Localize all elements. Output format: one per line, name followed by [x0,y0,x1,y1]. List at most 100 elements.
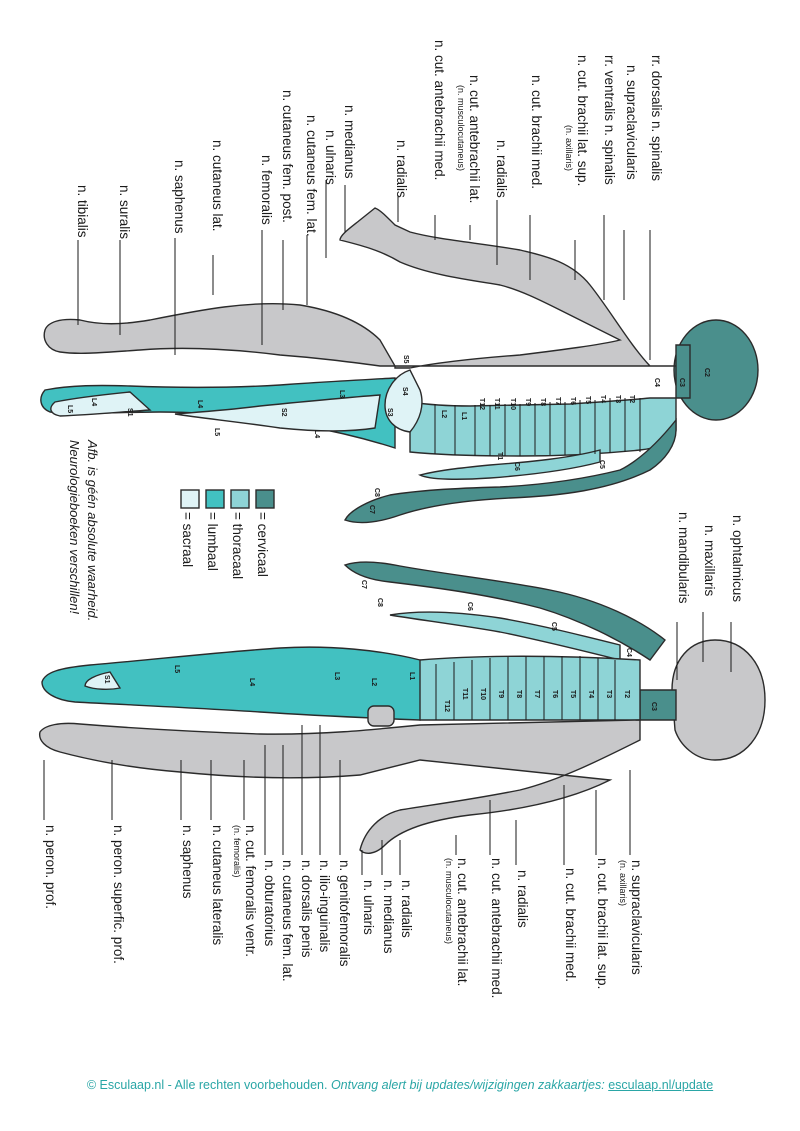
label-ant-mandibularis: n. mandibularis [676,512,691,604]
label-post-suralis: n. suralis [117,185,132,239]
label-post-femoralis: n. femoralis [259,155,274,225]
posterior-dermatome-labels: C2 C3 C4 T2 T3 T4 T5 T6 T7 T8 T9 T10 T11… [66,355,710,514]
derm-ant-l5: L5 [173,665,180,673]
label-post-brachii-lat-sup: n. cut. brachii lat. sup. [575,55,590,186]
footer-alert: Ontvang alert bij updates/wijzigingen za… [330,1078,605,1092]
label-ant-obturatorius: n. obturatorius [262,860,277,947]
legend-swatch-thoracic [230,489,250,509]
posterior-neck-c3 [675,344,691,399]
label-ant-peron-prof: n. peron. prof. [43,825,58,909]
label-post-antebrachii-med: n. cut. antebrachii med. [432,40,447,180]
derm-post-t2: T2 [628,395,635,403]
derm-ant-t2: T2 [623,690,630,698]
anterior-arm-c6 [389,611,621,661]
legend-label-sacral: = sacraal [180,512,195,567]
derm-post-c7: C7 [368,505,375,514]
anterior-figure [38,561,766,854]
legend-label-cervical: = cervicaal [255,512,270,577]
derm-post-c4: C4 [653,378,660,387]
derm-ant-t3: T3 [605,690,612,698]
derm-ant-c5: C5 [550,622,557,631]
derm-post-t3: T3 [614,395,621,403]
anterior-legs-lumbar [41,646,421,721]
label-post-brachii-lat-sup-sub: (n. axillaris) [564,125,574,171]
legend-label-lumbar: = lumbaal [205,512,220,571]
derm-post-t1: T1 [496,452,503,460]
label-post-saphenus: n. saphenus [172,160,187,234]
derm-ant-t6: T6 [551,690,558,698]
derm-ant-t10: T10 [479,688,486,700]
posterior-leg-sacral-s1 [50,391,152,417]
label-post-radialis-1: n. radialis [494,140,509,198]
anterior-genital-region [367,705,395,727]
derm-post-l5b: L5 [66,405,73,413]
derm-post-c5: C5 [598,460,605,469]
footer-copyright: © Esculaap.nl - Alle rechten voorbehoude… [86,1078,328,1092]
anterior-leader-lines [43,725,631,875]
label-ant-brachii-lat-sup: n. cut. brachii lat. sup. [595,858,610,989]
label-ant-cut-lateralis: n. cutaneus lateralis [210,825,225,945]
label-ant-maxillaris: n. maxillaris [702,525,717,597]
derm-post-c8: C8 [373,488,380,497]
note-line-1: Afb. is géén absolute waarheid. [85,439,100,621]
label-post-supraclav: n. supraclavicularis [624,65,639,180]
derm-post-l1: L1 [460,412,467,420]
anterior-neck-c3 [639,689,677,721]
label-ant-antebrachii-lat-sub: (n. musculocutaneus) [444,858,454,944]
derm-post-s1: S1 [126,408,133,417]
label-ant-antebrachii-med: n. cut. antebrachii med. [489,858,504,998]
derm-post-t11: T11 [493,398,500,410]
derm-post-l4b: L4 [196,400,203,408]
label-ant-supraclav: n. supraclavicularis [629,860,644,975]
label-ant-radialis: n. radialis [515,870,530,928]
derm-post-t4: T4 [599,395,606,403]
posterior-nerve-labels: rr. dorsalis n. spinalis n. supraclavicu… [75,40,664,239]
label-ant-fem-ventr: n. cut. femoralis ventr. [243,825,258,957]
label-ant-peron-superfic: n. peron. superfic. prof. [111,825,126,964]
footer-update-link[interactable]: esculaap.nl/update [608,1078,714,1092]
derm-ant-c6: C6 [466,602,473,611]
legend-label-thoracic: = thoracaal [230,512,245,579]
label-ant-antebrachii-lat: n. cut. antebrachii lat. [455,858,470,986]
disclaimer-note: Afb. is géén absolute waarheid. Neurolog… [67,439,100,621]
legend-swatch-lumbar [205,489,225,509]
derm-post-l4c: L4 [90,398,97,406]
legend-swatch-sacral [180,489,200,509]
label-post-tibialis: n. tibialis [75,185,90,238]
derm-ant-c7: C7 [360,580,367,589]
derm-post-t9: T9 [524,398,531,406]
derm-ant-l1: L1 [408,672,415,680]
derm-ant-l3: L3 [333,672,340,680]
derm-ant-t12: T12 [443,700,450,712]
derm-post-t12: T12 [478,398,485,410]
anterior-lower-body-grey [38,719,641,854]
derm-ant-t8: T8 [515,690,522,698]
derm-post-t5: T5 [584,396,591,404]
derm-ant-t9: T9 [497,690,504,698]
label-ant-supraclav-sub: (n. axillaris) [618,860,628,906]
derm-post-s4: S4 [401,387,408,396]
label-ant-ophtalmicus: n. ophtalmicus [730,515,745,602]
label-ant-ilioinguinalis: n. ilio-inguinalis [317,860,332,953]
anterior-nerve-labels: n. supraclavicularis (n. axillaris) n. c… [43,825,644,998]
note-line-2: Neurologieboeken verschillen! [67,440,82,615]
derm-ant-c4: C4 [625,648,632,657]
label-post-ulnaris: n. ulnaris [323,130,338,185]
label-post-cut-lat: n. cutaneus lat. [210,140,225,232]
posterior-arm-cervical [344,418,677,524]
anterior-head [671,639,766,761]
derm-post-s3: S3 [386,408,393,417]
posterior-arm-t1 [417,449,601,480]
label-post-brachii-med: n. cut. brachii med. [529,75,544,189]
label-post-radialis-2: n. radialis [394,140,409,198]
label-ant-radialis-2: n. radialis [399,880,414,938]
derm-post-c2: C2 [703,368,710,377]
derm-ant-t11: T11 [461,688,468,700]
label-post-medianus: n. medianus [342,105,357,179]
footer: © Esculaap.nl - Alle rechten voorbehoude… [0,1078,800,1092]
label-post-antebrachii-lat-sub: (n. musculocutaneus) [456,85,466,171]
posterior-trunk-thoracic [409,397,677,457]
label-ant-ulnaris: n. ulnaris [361,880,376,935]
posterior-leader-lines [77,180,651,360]
